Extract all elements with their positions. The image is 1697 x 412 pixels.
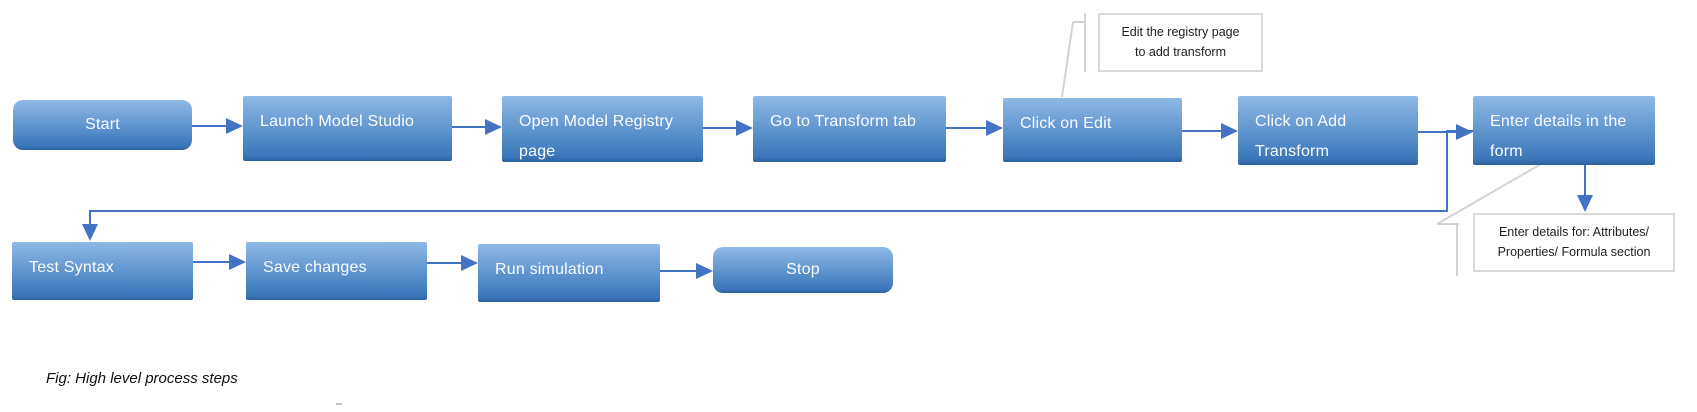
- callout-enter-details: Enter details for: Attributes/Properties…: [1473, 213, 1675, 272]
- callout-line: Properties/ Formula section: [1497, 245, 1651, 259]
- node-label: Run simulation: [495, 261, 604, 278]
- node-go-to-transform-tab: Go to Transform tab: [753, 96, 946, 162]
- node-run-simulation: Run simulation: [478, 244, 660, 302]
- node-label: Go to Transform tab: [770, 113, 917, 130]
- callout-line: to add transform: [1134, 45, 1226, 59]
- node-launch-model-studio: Launch Model Studio: [243, 96, 452, 161]
- node-enter-details-in-the-form: Enter details in the form: [1473, 96, 1655, 165]
- node-start: Start: [13, 100, 192, 150]
- node-label: Open Model Registry page: [519, 113, 674, 160]
- node-label: Click on Edit: [1020, 115, 1112, 132]
- node-label: Stop: [786, 261, 820, 278]
- node-label: Start: [85, 116, 120, 133]
- node-label: Launch Model Studio: [260, 113, 415, 130]
- callout-line: Enter details for: Attributes/: [1498, 225, 1650, 239]
- node-open-model-registry-page: Open Model Registry page: [502, 96, 703, 162]
- node-stop: Stop: [713, 247, 893, 293]
- node-save-changes: Save changes: [246, 242, 427, 300]
- callout-edit-registry: Edit the registry page to add transform: [1098, 13, 1263, 72]
- callout-line: Edit the registry page: [1121, 25, 1240, 39]
- node-label: Enter details in the form: [1490, 113, 1627, 160]
- node-label: Click on Add Transform: [1255, 113, 1347, 160]
- node-click-on-add-transform: Click on Add Transform: [1238, 96, 1418, 165]
- node-test-syntax: Test Syntax: [12, 242, 193, 300]
- figure-caption: Fig: High level process steps: [46, 370, 238, 387]
- node-click-on-edit: Click on Edit: [1003, 98, 1182, 162]
- node-label: Test Syntax: [29, 259, 114, 276]
- stray-mark: [336, 403, 342, 405]
- node-label: Save changes: [263, 259, 367, 276]
